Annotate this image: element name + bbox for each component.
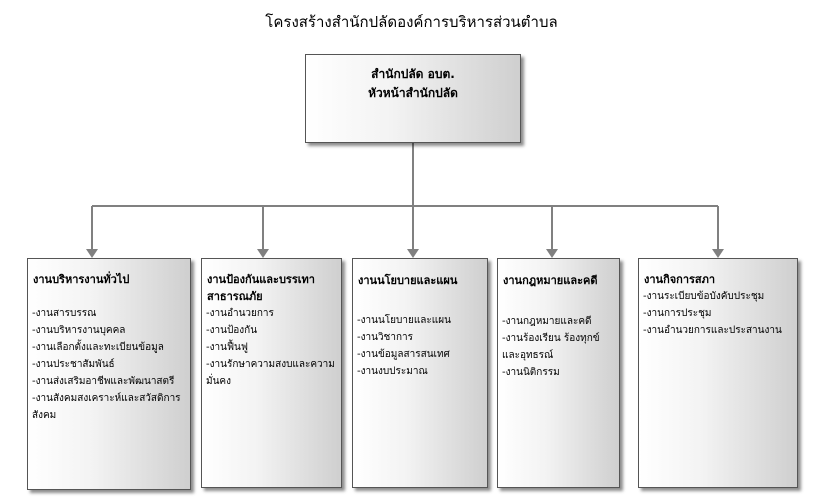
unit-task: -งานร้องเรียน ร้องทุกข์และอุทธรณ์	[502, 333, 600, 361]
unit-task-list: -งานอำนวยการ -งานป้องกัน -งานฟื้นฟู -งาน…	[202, 305, 341, 390]
unit-legal-box: งานกฎหมายและคดี -งานกฎหมายและคดี -งานร้อ…	[497, 258, 620, 488]
unit-task: -งานการประชุม	[643, 308, 712, 319]
arrowhead-2	[257, 249, 269, 258]
arrowhead-4	[546, 249, 558, 258]
unit-task-list: -งานสารบรรณ -งานบริหารงานบุคคล -งานเลือก…	[28, 305, 190, 424]
unit-title: งานบริหารงานทั่วไป	[33, 273, 130, 286]
unit-task: -งานป้องกัน	[206, 325, 258, 336]
chart-title: โครงสร้างสำนักปลัดองค์การบริหารส่วนตำบล	[265, 13, 558, 31]
unit-task: -งานบริหารงานบุคคล	[32, 325, 126, 336]
unit-task: -งานส่งเสริมอาชีพและพัฒนาสตรี	[32, 376, 175, 387]
unit-task: -งานระเบียบข้อบังคับประชุม	[643, 291, 765, 302]
unit-task: -งานฟื้นฟู	[206, 342, 248, 353]
unit-task: -งานสารบรรณ	[32, 308, 97, 319]
unit-task: -งานอำนวยการ	[206, 308, 274, 319]
unit-policy-planning-box: งานนโยบายและแผน -งานนโยบายและแผน -งานวิช…	[352, 258, 488, 488]
unit-council-affairs-box: งานกิจการสภา -งานระเบียบข้อบังคับประชุม …	[638, 258, 798, 488]
unit-task-list: -งานระเบียบข้อบังคับประชุม -งานการประชุม…	[639, 288, 797, 339]
head-office-chief: หัวหน้าสำนักปลัด	[368, 86, 458, 100]
unit-task: -งานสังคมสงเคราะห์และสวัสดิการสังคม	[32, 393, 181, 421]
arrowhead-3	[407, 249, 419, 258]
unit-title: งานกิจการสภา	[644, 273, 716, 286]
head-office-box: สำนักปลัด อบต. หัวหน้าสำนักปลัด	[305, 54, 521, 143]
unit-task: -งานข้อมูลสารสนเทศ	[357, 349, 450, 360]
unit-task: -งานกฎหมายและคดี	[502, 316, 592, 327]
head-office-name: สำนักปลัด อบต.	[371, 67, 455, 81]
unit-task: -งานรักษาความสงบและความมั่นคง	[206, 359, 335, 387]
unit-title: งานนโยบายและแผน	[358, 274, 458, 287]
unit-disaster-prevention-box: งานป้องกันและบรรเทาสาธารณภัย -งานอำนวยกา…	[201, 258, 342, 488]
unit-task: -งานงบประมาณ	[357, 366, 428, 377]
unit-title: งานป้องกันและบรรเทาสาธารณภัย	[207, 273, 315, 303]
unit-task-list: -งานกฎหมายและคดี -งานร้องเรียน ร้องทุกข์…	[498, 313, 619, 381]
unit-task: -งานนิติกรรม	[502, 367, 560, 378]
unit-task-list: -งานนโยบายและแผน -งานวิชาการ -งานข้อมูลส…	[353, 312, 487, 380]
unit-task: -งานอำนวยการและประสานงาน	[643, 325, 782, 336]
unit-title: งานกฎหมายและคดี	[503, 274, 598, 287]
arrowhead-5	[712, 249, 724, 258]
unit-general-admin-box: งานบริหารงานทั่วไป -งานสารบรรณ -งานบริหา…	[27, 258, 191, 490]
arrowhead-1	[86, 249, 98, 258]
unit-task: -งานนโยบายและแผน	[357, 315, 451, 326]
unit-task: -งานเลือกตั้งและทะเบียนข้อมูล	[32, 342, 164, 353]
unit-task: -งานวิชาการ	[357, 332, 414, 343]
unit-task: -งานประชาสัมพันธ์	[32, 359, 115, 370]
